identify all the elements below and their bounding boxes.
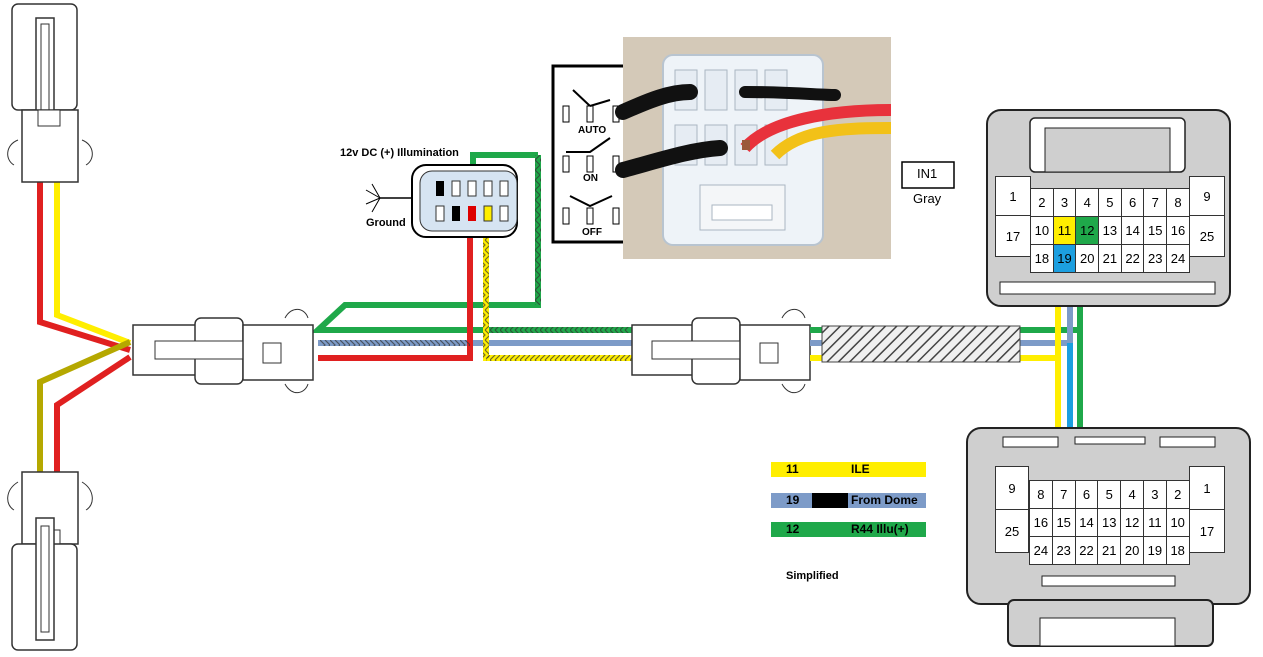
connector-bottom-pin: 5 [1098,481,1122,509]
connector-top-pin: 15 [1144,217,1168,245]
connector-bottom-pin: 23 [1052,537,1076,565]
connector-bottom-pin: 7 [1052,481,1076,509]
bottom-connector-pin-left-1: 9 [995,466,1029,510]
connector-bottom-pin: 21 [1098,537,1122,565]
switch-schematic [551,64,633,244]
connector-bottom-pin: 11 [1143,509,1167,537]
connector-bottom-pin: 2 [1166,481,1190,509]
legend-name-r44: R44 Illu(+) [851,522,909,536]
bottom-connector-pin-right-1: 1 [1189,466,1225,510]
connector-top-pin: 4 [1076,189,1100,217]
connector-top-pin: 22 [1121,245,1145,273]
connector-bottom-pin: 13 [1098,509,1122,537]
connector-bottom-pin: 4 [1121,481,1144,509]
connector-top-pin: 11 [1053,217,1077,245]
in1-label: IN1 [917,166,938,181]
legend-name-from-dome: From Dome [851,493,918,507]
bottom-connector-pin-left-2: 25 [995,509,1029,553]
left-harness-wires [37,182,132,472]
connector-top-pin: 21 [1099,245,1122,273]
connector-top-pin: 8 [1167,189,1190,217]
illumination-label: 12v DC (+) Illumination [340,147,459,159]
connector-bottom-pin: 19 [1143,537,1167,565]
switch-connector-photo [615,37,892,259]
top-left-connector [7,3,93,183]
connector-top-pin: 18 [1031,245,1054,273]
switch-position-on: ON [583,173,598,184]
ground-label: Ground [366,217,406,229]
in1-box [901,161,955,189]
connector-top-pin: 20 [1076,245,1100,273]
center-left-connector [132,308,314,394]
connector-bottom-pin: 24 [1030,537,1053,565]
connector-bottom-pin: 3 [1143,481,1167,509]
connector-top-pin: 5 [1099,189,1122,217]
bottom-connector-pin-right-2: 17 [1189,509,1225,553]
connector-bottom-pin: 18 [1166,537,1190,565]
connector-bottom-pin: 15 [1052,509,1076,537]
connector-bottom-pin: 8 [1030,481,1053,509]
connector-top-pin: 2 [1031,189,1054,217]
connector-top-pin: 24 [1167,245,1190,273]
switch-position-off: OFF [582,227,602,238]
in1-color-label: Gray [913,191,942,206]
connector-top-pin: 10 [1031,217,1054,245]
connector-bottom-pin: 20 [1121,537,1144,565]
simplified-label: Simplified [786,570,839,582]
legend-pin-19: 19 [786,493,800,507]
connector-top-pin: 13 [1099,217,1122,245]
connector-bottom-pin: 16 [1030,509,1053,537]
connector-top-pin: 3 [1053,189,1077,217]
legend-name-ile: ILE [851,462,870,476]
switch-position-auto: AUTO [578,125,607,136]
connector-bottom-pin: 10 [1166,509,1190,537]
illumination-connector [365,164,518,238]
top-connector-pin-left-1: 1 [995,176,1031,216]
connector-bottom-pin: 14 [1075,509,1099,537]
bottom-left-connector [7,471,93,651]
connector-top-pin: 23 [1144,245,1168,273]
connector-bottom-pin: 6 [1075,481,1099,509]
connector-top-pin: 6 [1121,189,1145,217]
top-connector-pin-right-2: 25 [1189,215,1225,257]
connector-bottom-pin: 12 [1121,509,1144,537]
connector-top-pin: 14 [1121,217,1145,245]
legend-bars [771,462,926,537]
top-connector-pin-right-1: 9 [1189,176,1225,216]
connector-top-pin: 7 [1144,189,1168,217]
connector-top-pin: 19 [1053,245,1077,273]
legend-pin-12: 12 [786,522,800,536]
legend-pin-11: 11 [786,462,799,476]
center-right-connector [631,308,811,394]
middle-wires [310,152,640,361]
connector-bottom-pin: 22 [1075,537,1099,565]
top-connector-pin-left-2: 17 [995,215,1031,257]
connector-top-pin: 16 [1167,217,1190,245]
right-harness-wires [810,300,1083,428]
connector-top-pin: 12 [1076,217,1100,245]
